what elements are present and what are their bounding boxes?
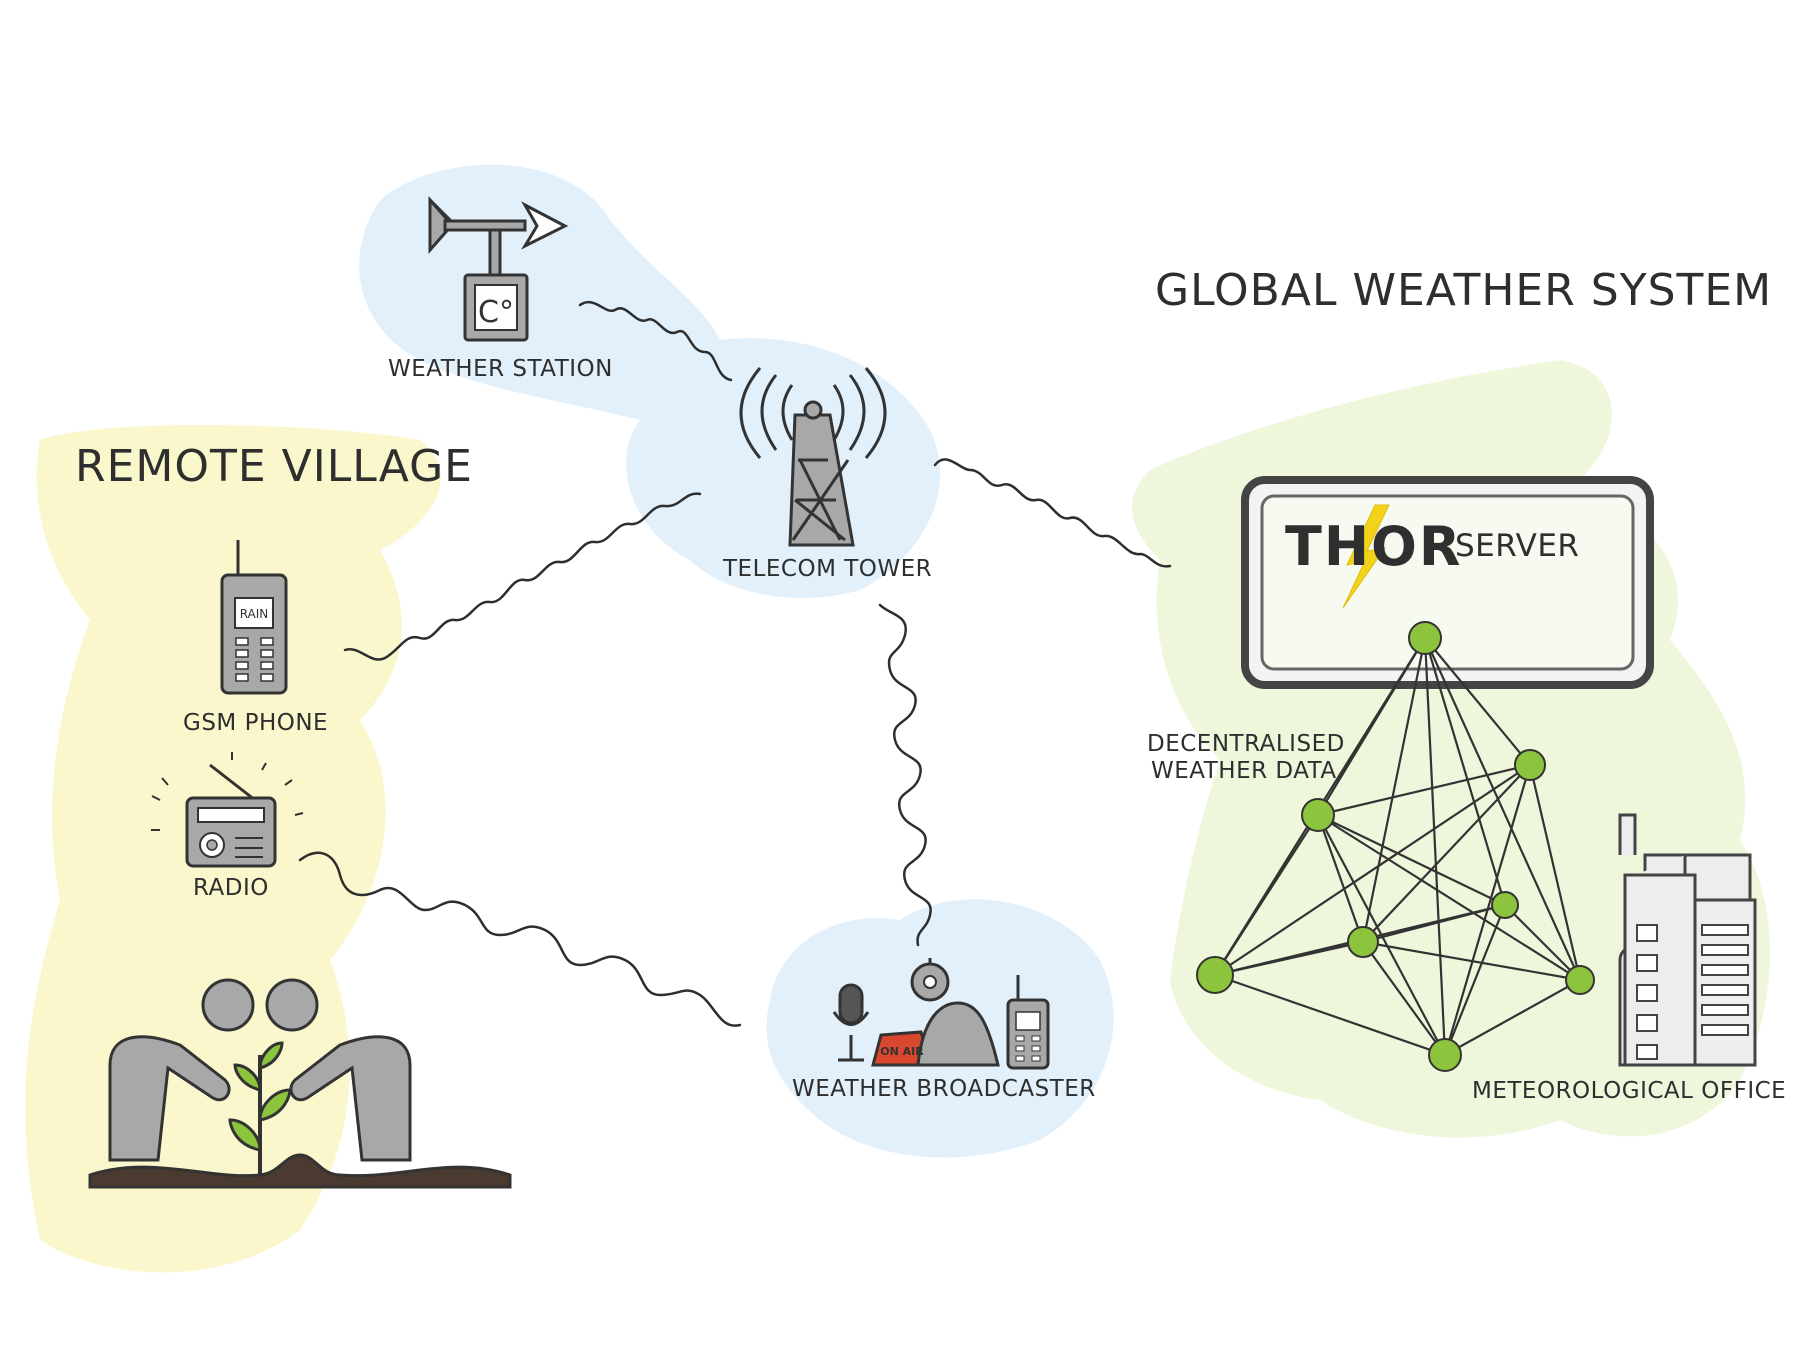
meteorological-office-icon [1618,813,1757,1067]
gsm-phone-icon [220,540,288,695]
radio-icon [151,752,304,868]
on-air-sign-text: ON AIR [880,1045,924,1058]
data-node [1196,956,1234,994]
telecom-tower-icon [739,367,887,547]
server-label: SERVER [1455,528,1580,564]
data-node-group [1196,621,1595,1072]
weather-broadcaster-icon [832,958,1050,1070]
weather-station-label: WEATHER STATION [388,356,613,382]
link-tower-to-server [933,458,1172,568]
telecom-tower-label: TELECOM TOWER [723,556,933,582]
data-node [1428,1038,1462,1072]
lightning-bolt-icon [1342,504,1390,609]
thor-server-box [1241,476,1654,689]
link-station-to-tower [578,301,733,382]
data-node [1514,749,1546,781]
thermometer-label: C° [478,295,514,330]
data-node [1408,621,1442,655]
weather-broadcaster-label: WEATHER BROADCASTER [792,1076,1096,1102]
weather-station-icon [428,196,569,342]
data-node [1565,965,1595,995]
link-tower-to-broadcaster [878,603,932,947]
link-phone-to-tower [343,492,702,661]
radio-label: RADIO [193,875,269,901]
global-weather-system-title: GLOBAL WEATHER SYSTEM [1155,265,1773,316]
decentralised-weather-data-label-line1: DECENTRALISED [1147,731,1345,757]
data-node [1491,891,1519,919]
meteorological-office-label: METEOROLOGICAL OFFICE [1472,1078,1787,1104]
data-node [1301,798,1335,832]
gsm-phone-label: GSM PHONE [183,710,329,736]
link-radio-to-broadcaster [298,851,742,1027]
phone-screen-text: RAIN [240,607,269,621]
thor-brand: THOR [1285,515,1463,578]
decentralised-weather-data-label-line2: WEATHER DATA [1151,758,1337,784]
remote-village-title: REMOTE VILLAGE [75,441,473,492]
farmers-planting-icon [88,978,512,1189]
data-node [1347,926,1379,958]
